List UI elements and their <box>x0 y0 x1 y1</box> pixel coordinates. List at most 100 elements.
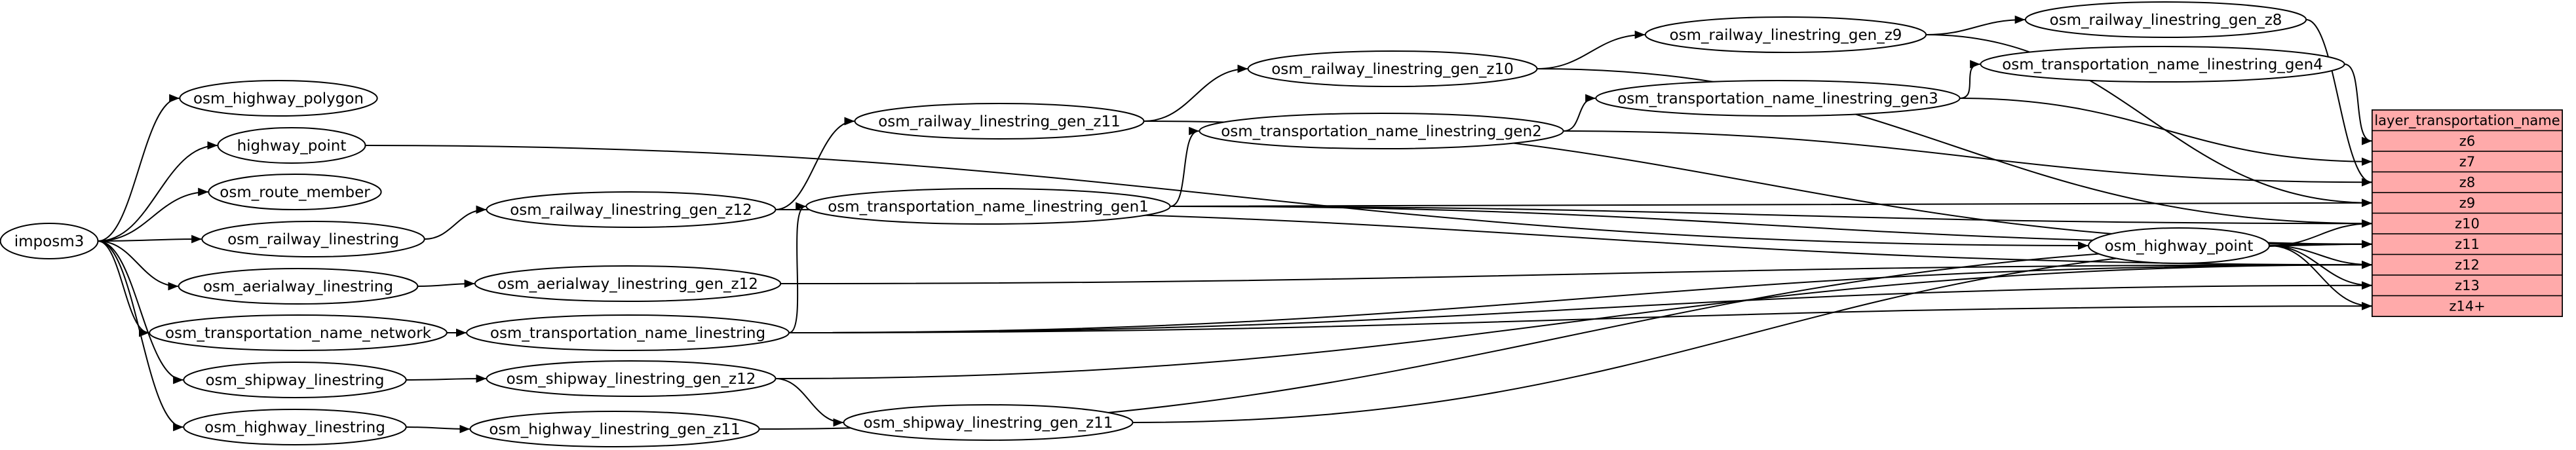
edge-osm_transportation_name_linestring_gen4-to-row-z6 <box>2344 64 2372 145</box>
edge-osm_transportation_name_linestring_gen1-to-row-z9 <box>1170 198 2372 208</box>
table-header-label: layer_transportation_name <box>2374 113 2560 129</box>
table-row-label-z9: z9 <box>2459 195 2475 211</box>
edge-osm_aerialway_linestring-to-osm_aerialway_linestring_gen_z12 <box>417 279 475 288</box>
node-label-osm_highway_point: osm_highway_point <box>2105 238 2254 255</box>
node-label-osm_aerialway_linestring_gen_z12: osm_aerialway_linestring_gen_z12 <box>497 276 758 293</box>
node-osm_railway_linestring: osm_railway_linestring <box>201 221 425 257</box>
node-shape-osm_route_member <box>208 174 382 210</box>
node-osm_railway_linestring_gen_z11: osm_railway_linestring_gen_z11 <box>854 103 1145 140</box>
node-osm_railway_linestring_gen_z9: osm_railway_linestring_gen_z9 <box>1644 16 1927 53</box>
node-label-osm_railway_linestring_gen_z11: osm_railway_linestring_gen_z11 <box>878 113 1121 130</box>
node-label-osm_shipway_linestring_gen_z11: osm_shipway_linestring_gen_z11 <box>864 415 1113 432</box>
node-label-osm_railway_linestring_gen_z8: osm_railway_linestring_gen_z8 <box>2050 12 2282 29</box>
node-shape-osm_highway_point <box>2088 227 2270 264</box>
edge-osm_highway_point-to-row-z14+ <box>2269 245 2372 310</box>
table-row-cell-z14+ <box>2372 295 2563 317</box>
node-osm_shipway_linestring_gen_z12: osm_shipway_linestring_gen_z12 <box>486 360 777 397</box>
node-label-osm_highway_polygon: osm_highway_polygon <box>193 90 364 107</box>
table-row-cell-z9 <box>2372 192 2563 214</box>
edge-osm_highway_point-to-row-z12 <box>2269 245 2372 269</box>
table-header-cell <box>2372 109 2563 132</box>
edge-osm_railway_linestring_gen_z9-to-row-z9 <box>1926 34 2372 208</box>
edge-osm_transportation_name_linestring-to-row-z13 <box>788 281 2372 333</box>
edge-osm_shipway_linestring-to-osm_shipway_linestring_gen_z12 <box>406 374 487 383</box>
node-shape-osm_railway_linestring_gen_z12 <box>486 191 777 228</box>
edge-osm_railway_linestring_gen_z9-to-osm_railway_linestring_gen_z8 <box>1926 15 2026 35</box>
edge-osm_shipway_linestring_gen_z12-to-osm_shipway_linestring_gen_z11 <box>775 378 844 427</box>
node-shape-osm_aerialway_linestring <box>178 268 419 305</box>
table-row-cell-z10 <box>2372 212 2563 234</box>
node-osm_railway_linestring_gen_z10: osm_railway_linestring_gen_z10 <box>1247 50 1538 87</box>
node-shape-osm_transportation_name_linestring_gen2 <box>1199 113 1564 149</box>
node-label-osm_shipway_linestring_gen_z12: osm_shipway_linestring_gen_z12 <box>507 371 756 388</box>
table-row-label-z7: z7 <box>2459 154 2475 170</box>
node-label-osm_aerialway_linestring: osm_aerialway_linestring <box>203 278 393 295</box>
node-osm_railway_linestring_gen_z12: osm_railway_linestring_gen_z12 <box>486 191 777 228</box>
edge-osm_transportation_name_linestring-to-osm_transportation_name_linestring_gen1 <box>788 202 807 333</box>
edge-imposm3-to-osm_transportation_name_network <box>98 240 149 337</box>
edge-osm_transportation_name_linestring_gen1-to-row-z10 <box>1170 206 2372 228</box>
node-label-osm_highway_linestring: osm_highway_linestring <box>204 419 385 436</box>
node-shape-osm_transportation_name_linestring_gen4 <box>1980 46 2345 83</box>
node-shape-osm_railway_linestring_gen_z10 <box>1247 50 1538 87</box>
node-osm_transportation_name_linestring_gen2: osm_transportation_name_linestring_gen2 <box>1199 113 1564 149</box>
table-row-cell-z6 <box>2372 130 2563 152</box>
node-label-osm_transportation_name_linestring_gen1: osm_transportation_name_linestring_gen1 <box>828 198 1149 216</box>
node-osm_transportation_name_linestring_gen3: osm_transportation_name_linestring_gen3 <box>1595 80 1961 117</box>
edge-imposm3-to-osm_shipway_linestring <box>98 240 184 384</box>
node-osm_railway_linestring_gen_z8: osm_railway_linestring_gen_z8 <box>2024 1 2307 38</box>
table-row-cell-z8 <box>2372 171 2563 193</box>
node-label-osm_transportation_name_linestring_gen4: osm_transportation_name_linestring_gen4 <box>2002 56 2323 73</box>
edge-osm_shipway_linestring_gen_z12-to-row-z12 <box>775 260 2372 379</box>
node-shape-osm_transportation_name_linestring_gen3 <box>1595 80 1961 117</box>
node-osm_transportation_name_linestring_gen4: osm_transportation_name_linestring_gen4 <box>1980 46 2345 83</box>
edge-imposm3-to-osm_aerialway_linestring <box>98 240 179 291</box>
table-row-label-z10: z10 <box>2455 216 2480 231</box>
edge-osm_highway_point-to-row-z10 <box>2269 219 2372 246</box>
edge-osm_transportation_name_linestring-to-row-z12 <box>788 260 2372 333</box>
node-osm_route_member: osm_route_member <box>208 174 382 210</box>
node-label-osm_transportation_name_linestring: osm_transportation_name_linestring <box>490 325 765 342</box>
table-row-label-z8: z8 <box>2459 174 2475 190</box>
node-osm_transportation_name_linestring_gen1: osm_transportation_name_linestring_gen1 <box>805 188 1171 225</box>
edge-osm_transportation_name_linestring_gen2-to-osm_transportation_name_linestring_gen3 <box>1563 94 1596 132</box>
edge-imposm3-to-osm_railway_linestring <box>98 234 202 244</box>
table-row-cell-z11 <box>2372 233 2563 255</box>
node-shape-highway_point <box>217 127 366 164</box>
edge-osm_railway_linestring_gen_z10-to-osm_railway_linestring_gen_z9 <box>1537 30 1645 69</box>
table-row-label-z14+: z14+ <box>2449 298 2485 314</box>
edge-highway_point-to-osm_highway_point <box>365 145 2088 250</box>
node-osm_highway_linestring_gen_z11: osm_highway_linestring_gen_z11 <box>469 411 760 447</box>
node-shape-osm_railway_linestring_gen_z8 <box>2024 1 2307 38</box>
node-label-osm_route_member: osm_route_member <box>220 184 370 201</box>
node-label-osm_transportation_name_linestring_gen2: osm_transportation_name_linestring_gen2 <box>1221 123 1542 140</box>
edge-imposm3-to-highway_point <box>98 141 218 242</box>
node-label-osm_transportation_name_network: osm_transportation_name_network <box>165 325 432 342</box>
edge-osm_railway_linestring_gen_z11-to-osm_railway_linestring_gen_z10 <box>1144 64 1248 122</box>
node-shape-osm_shipway_linestring_gen_z12 <box>486 360 777 397</box>
node-shape-osm_aerialway_linestring_gen_z12 <box>474 265 782 302</box>
node-shape-osm_transportation_name_linestring_gen1 <box>805 188 1171 225</box>
edge-osm_railway_linestring_gen_z8-to-row-z8 <box>2305 19 2372 187</box>
node-label-osm_transportation_name_linestring_gen3: osm_transportation_name_linestring_gen3 <box>1617 90 1938 107</box>
edge-imposm3-to-osm_route_member <box>98 187 209 242</box>
edge-imposm3-to-osm_highway_polygon <box>98 94 180 242</box>
node-label-osm_highway_linestring_gen_z11: osm_highway_linestring_gen_z11 <box>489 421 740 438</box>
edge-osm_railway_linestring_gen_z12-to-osm_railway_linestring_gen_z11 <box>775 117 855 210</box>
edge-osm_transportation_name_linestring_gen2-to-row-z8 <box>1563 130 2372 187</box>
node-label-osm_shipway_linestring: osm_shipway_linestring <box>205 372 384 389</box>
node-shape-osm_highway_polygon <box>179 80 378 117</box>
table-row-cell-z12 <box>2372 253 2563 276</box>
table-layer_transportation_name: layer_transportation_namez6z7z8z9z10z11z… <box>2372 109 2563 317</box>
node-label-imposm3: imposm3 <box>14 233 85 250</box>
node-shape-osm_shipway_linestring <box>183 362 407 398</box>
node-osm_highway_point: osm_highway_point <box>2088 227 2270 264</box>
edge-osm_highway_point-to-row-z13 <box>2269 245 2372 290</box>
node-shape-osm_highway_linestring_gen_z11 <box>469 411 760 447</box>
edge-osm_aerialway_linestring_gen_z12-to-row-z12 <box>780 260 2372 284</box>
node-shape-osm_shipway_linestring_gen_z11 <box>843 404 1134 441</box>
table-row-cell-z7 <box>2372 151 2563 173</box>
node-shape-osm_railway_linestring_gen_z11 <box>854 103 1145 140</box>
edge-osm_railway_linestring-to-osm_railway_linestring_gen_z12 <box>424 205 487 240</box>
edge-osm_highway_point-to-row-z11 <box>2269 240 2372 249</box>
